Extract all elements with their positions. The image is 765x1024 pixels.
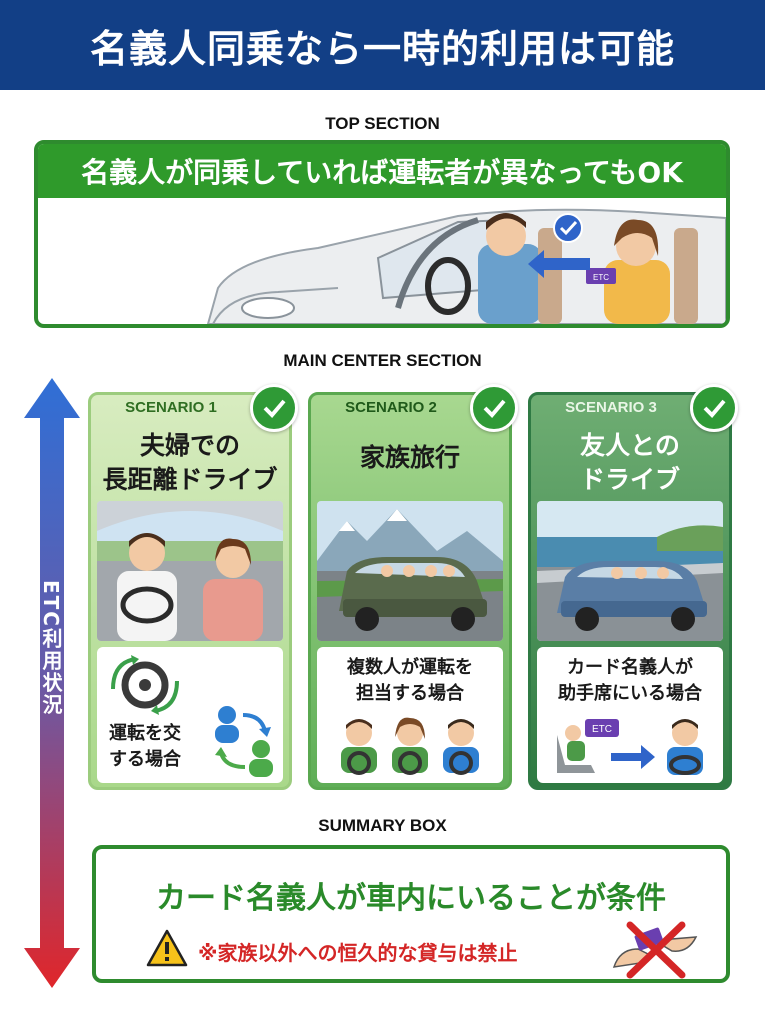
scenario-description-line1: カード名義人が [567, 657, 693, 678]
scenario-title: 家族旅行 [359, 443, 460, 472]
car-interior-illustration: ETC [206, 208, 726, 324]
scenario-title-line2: 長距離ドライブ [102, 465, 278, 494]
scenario-description-panel: カード名義人が 助手席にいる場合 ETC [537, 647, 723, 783]
three-drivers-icon [341, 717, 479, 775]
scenario-check-icon [250, 384, 298, 432]
scenario-tag: SCENARIO 3 [565, 399, 657, 416]
friends-coastal-drive-illustration [537, 501, 723, 641]
etc-card-label: ETC [593, 273, 609, 282]
scenario-description-line2: 助手席にいる場合 [558, 683, 702, 704]
summary-section-label: SUMMARY BOX [318, 816, 447, 835]
scenario-description-line1: 運転を交 [109, 723, 181, 744]
no-lending-icon [612, 921, 698, 979]
page-title: 名義人同乗なら一時的利用は可能 [89, 26, 675, 71]
warning-triangle-icon [146, 929, 188, 967]
top-section-box: 名義人が同乗していれば運転者が異なってもOK ETC [34, 140, 730, 328]
scenario-title-line1: 友人との [580, 431, 680, 460]
passenger-etc-to-driver-icon: ETC [557, 719, 703, 775]
header-bar: 名義人同乗なら一時的利用は可能 [0, 0, 765, 90]
scenario-title-line2: ドライブ [579, 465, 680, 494]
top-section-heading: 名義人が同乗していれば運転者が異なってもOK [38, 144, 726, 198]
swap-people-icon [215, 706, 273, 777]
scenario-card-2: SCENARIO 2 家族旅行 複数人が運転を 担当する場合 [308, 384, 518, 790]
scenario-description-line2: 担当する場合 [356, 683, 464, 704]
scenario-title: 友人との ドライブ [531, 429, 729, 497]
etc-label: ETC [592, 724, 612, 735]
summary-box: カード名義人が車内にいることが条件 ※家族以外への恒久的な貸与は禁止 [92, 845, 730, 983]
axis-label: ETC利用状況 [39, 580, 63, 716]
etc-usage-axis-arrow [24, 378, 80, 988]
steering-wheel-swap-icon [111, 655, 179, 715]
summary-warning-note: ※家族以外への恒久的な貸与は禁止 [198, 941, 518, 965]
scenario-card-3: SCENARIO 3 友人との ドライブ カード名義人が 助手席にいる場合 [528, 384, 738, 790]
scenario-description-panel: 複数人が運転を 担当する場合 [317, 647, 503, 783]
scenario-description-line2: する場合 [109, 749, 181, 770]
scenario-check-icon [470, 384, 518, 432]
scenario-description-panel: 運転を交 する場合 [97, 647, 283, 783]
family-suv-illustration [317, 501, 503, 641]
summary-main-text: カード名義人が車内にいることが条件 [156, 881, 666, 916]
scenario-tag: SCENARIO 2 [345, 399, 437, 416]
scenario-check-icon [690, 384, 738, 432]
scenario-description-line1: 複数人が運転を [347, 657, 473, 678]
scenario-title-line1: 夫婦での [139, 431, 240, 460]
scenario-tag: SCENARIO 1 [125, 399, 217, 416]
main-section-label: MAIN CENTER SECTION [283, 351, 482, 370]
scenario-title: 夫婦での 長距離ドライブ [91, 429, 289, 497]
couple-driving-illustration [97, 501, 283, 641]
scenario-card-1: SCENARIO 1 夫婦での 長距離ドライブ [88, 384, 298, 790]
top-section-label: TOP SECTION [325, 114, 440, 133]
